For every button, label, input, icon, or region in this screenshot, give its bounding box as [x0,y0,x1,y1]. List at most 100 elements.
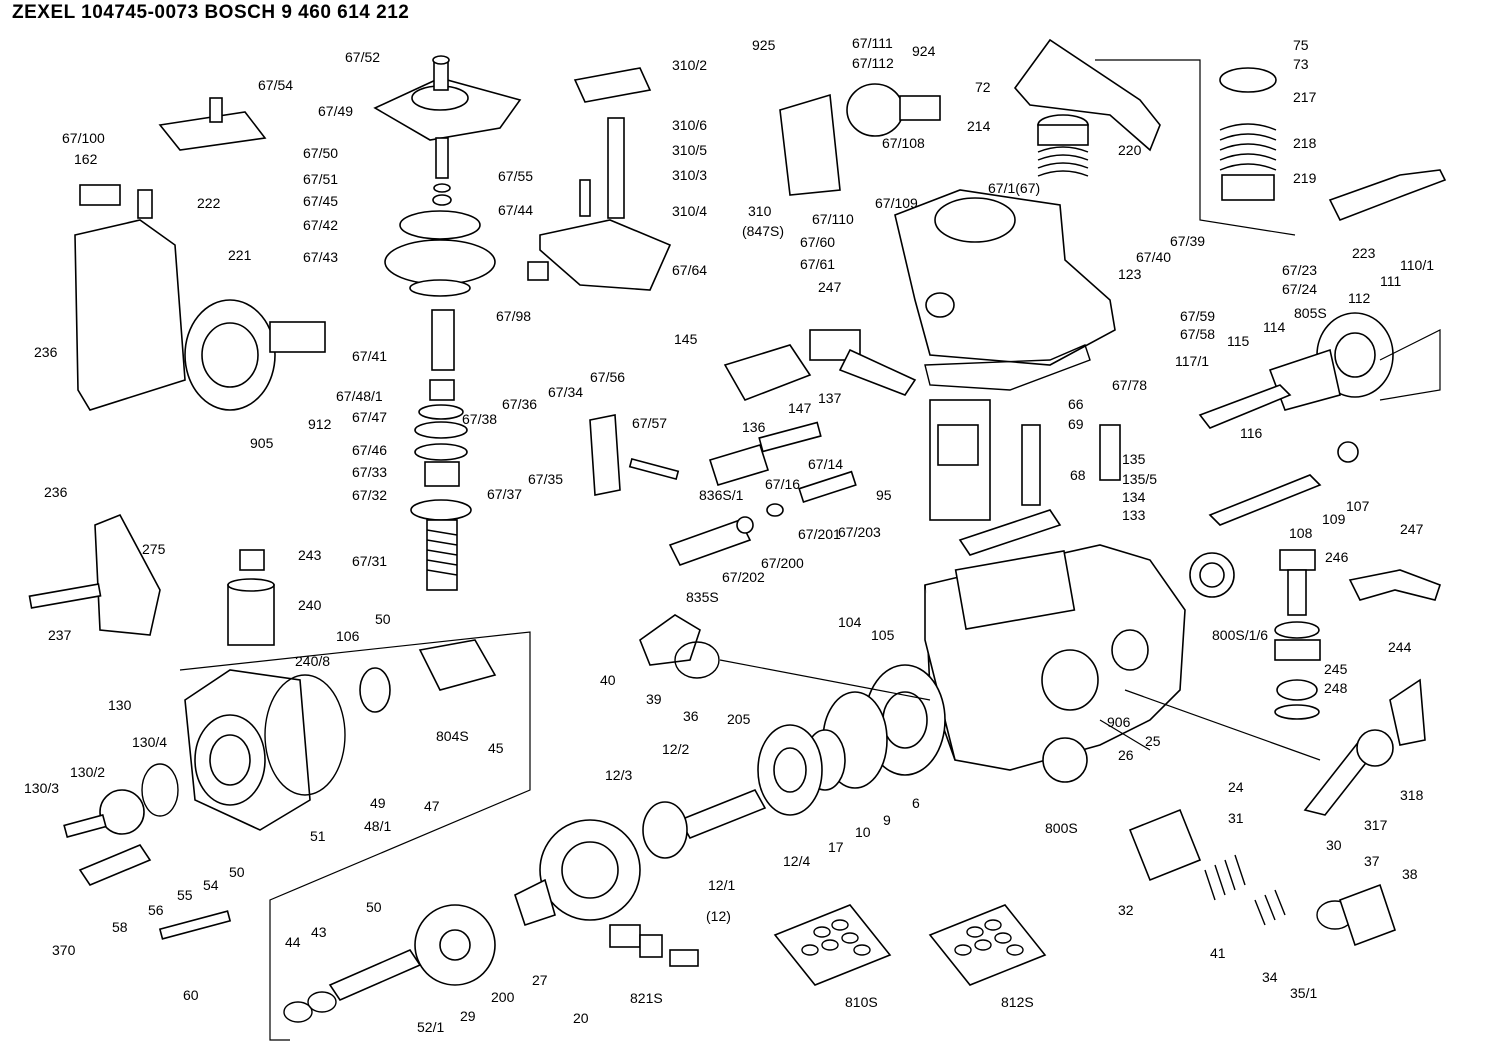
part-label: (847S) [742,223,784,239]
part-label: 67/48/1 [336,388,383,404]
part-label: 130/3 [24,780,59,796]
part-label: 115 [1227,333,1250,349]
part-label: 45 [488,740,504,756]
part-label: 67/57 [632,415,667,431]
part-label: 67/50 [303,145,338,161]
part-label: 217 [1293,89,1317,105]
part-label: 12/1 [708,877,735,893]
part-label: 67/108 [882,135,925,151]
part-label: 34 [1262,969,1278,985]
part-label: 117/1 [1175,353,1209,369]
part-label: 800S/1/6 [1212,627,1268,643]
part-label: 67/37 [487,486,522,502]
part-label: 912 [308,416,332,432]
part-label: 44 [285,934,301,950]
part-label: 67/43 [303,249,338,265]
part-label: 247 [818,279,842,295]
part-label: 54 [203,877,219,893]
part-label: 12/2 [662,741,689,757]
part-label: 906 [1107,714,1131,730]
part-label: 67/203 [838,524,881,540]
part-label: 275 [142,541,166,557]
part-label: 137 [818,390,842,406]
part-label: 67/200 [761,555,804,571]
part-label: 67/47 [352,409,387,425]
part-label: 243 [298,547,322,563]
part-label: 67/52 [345,49,380,65]
part-label: 60 [183,987,199,1003]
part-label: 310/6 [672,117,707,133]
part-label: 223 [1352,245,1376,261]
part-label: 130/2 [70,764,105,780]
part-label: 821S [630,990,663,1006]
part-label: 67/16 [765,476,800,492]
part-label: 221 [228,247,252,263]
part-label: 41 [1210,945,1226,961]
part-label: 136 [742,419,766,435]
part-label: 67/100 [62,130,105,146]
part-label: 12/4 [783,853,810,869]
part-label: 106 [336,628,360,644]
part-label: 38 [1402,866,1418,882]
part-label: 836S/1 [699,487,744,503]
part-label: 245 [1324,661,1348,677]
part-label: 67/42 [303,217,338,233]
part-label: 26 [1118,747,1134,763]
part-label: 244 [1388,639,1412,655]
part-label: 116 [1240,425,1263,441]
part-label: 95 [876,487,892,503]
part-labels: 67/5267/5467/4967/10016222267/5067/5167/… [24,35,1434,1035]
part-label: 804S [436,728,469,744]
part-label: 130/4 [132,734,167,750]
part-label: 219 [1293,170,1317,186]
part-label: 240 [298,597,322,613]
part-label: 134 [1122,489,1146,505]
part-label: 67/54 [258,77,293,93]
part-label: 67/41 [352,348,387,364]
part-label: 67/36 [502,396,537,412]
diagram-title: ZEXEL 104745-0073 BOSCH 9 460 614 212 [12,2,410,23]
part-label: 67/111 [852,35,893,51]
part-label: 12/3 [605,767,632,783]
part-label: 67/64 [672,262,707,278]
part-label: 835S [686,589,719,605]
part-label: (12) [706,908,731,924]
part-label: 130 [108,697,132,713]
part-label: 10 [855,824,871,840]
part-label: 37 [1364,853,1380,869]
part-label: 69 [1068,416,1084,432]
part-label: 200 [491,989,515,1005]
part-label: 67/56 [590,369,625,385]
part-label: 67/38 [462,411,497,427]
part-label: 67/49 [318,103,353,119]
part-label: 67/24 [1282,281,1317,297]
part-label: 39 [646,691,662,707]
part-label: 67/31 [352,553,387,569]
part-label: 114 [1263,319,1286,335]
part-label: 317 [1364,817,1388,833]
part-label: 145 [674,331,698,347]
part-label: 925 [752,37,776,53]
part-label: 236 [34,344,58,360]
part-label: 105 [871,627,895,643]
part-label: 24 [1228,779,1244,795]
part-label: 55 [177,887,193,903]
part-label: 67/34 [548,384,583,400]
part-label: 310/4 [672,203,707,219]
part-label: 67/44 [498,202,533,218]
part-label: 6 [912,795,920,811]
part-label: 36 [683,708,699,724]
part-label: 924 [912,43,936,59]
part-label: 109 [1322,511,1346,527]
part-label: 67/61 [800,256,835,272]
part-label: 111 [1380,273,1401,289]
part-label: 67/1(67) [988,180,1040,196]
part-label: 51 [310,828,326,844]
part-label: 56 [148,902,164,918]
part-label: 67/33 [352,464,387,480]
part-label: 246 [1325,549,1349,565]
part-label: 214 [967,118,991,134]
part-label: 67/58 [1180,326,1215,342]
kit-812s-items [954,919,1024,956]
part-label: 49 [370,795,386,811]
